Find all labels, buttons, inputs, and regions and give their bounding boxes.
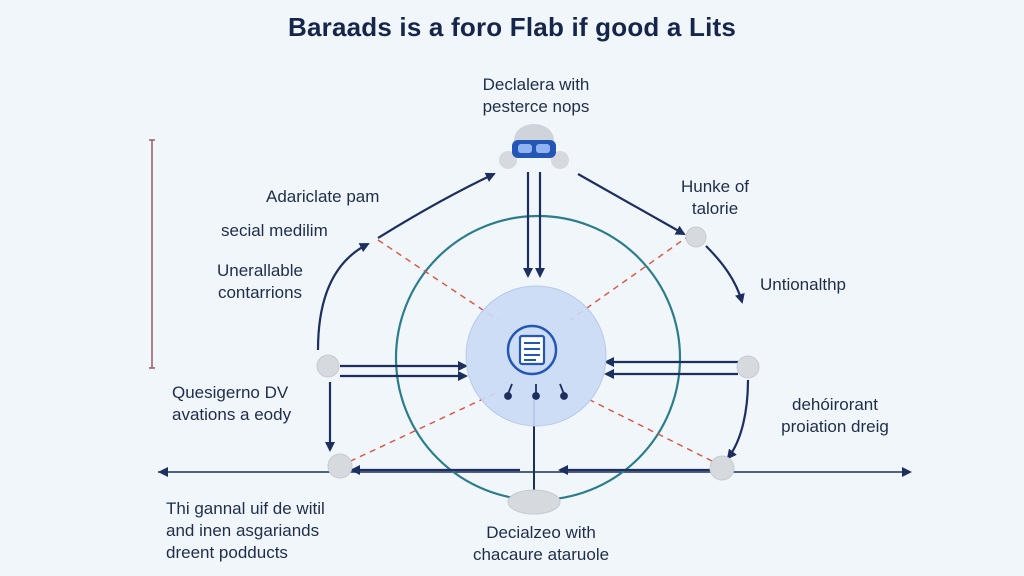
label-right-lower-line-1: dehóirorant <box>791 395 878 414</box>
label-left-lower-line-1: Unerallable <box>217 261 303 280</box>
label-bottom-left-line-3: dreent podducts <box>166 543 288 562</box>
label-bottom-line-2: chacaure ataruole <box>472 545 610 564</box>
label-left-mid: secial medilim <box>221 221 328 240</box>
dashed-connectors <box>339 234 723 467</box>
axis-arrow-left <box>158 467 168 477</box>
label-left-bottom-line-2: avations a eody <box>172 405 292 424</box>
label-left-bottom: Quesigerno DV avations a eody <box>172 382 291 426</box>
diagram-title: Baraads is a foro Flab if good a Lits <box>287 12 737 42</box>
label-bottom: Decialzeo with chacaure ataruole <box>456 522 626 566</box>
label-bottom-left-line-2: and inen asgariands <box>166 521 320 540</box>
label-left-upper: Adariclate pam <box>266 187 380 206</box>
vr-headset-icon <box>499 124 569 169</box>
label-right-lower-line-2: proiation dreig <box>781 417 889 436</box>
label-right-upper: Hunke of talorie <box>660 176 770 220</box>
label-right-lower: dehóirorant proiation dreig <box>760 394 910 438</box>
label-top: Declalera with pesterce nops <box>456 74 616 118</box>
label-top-line-2: pesterce nops <box>482 97 590 116</box>
label-bottom-line-1: Decialzeo with <box>486 523 596 542</box>
node-bottom-right <box>709 455 735 481</box>
left-bracket-line <box>149 139 155 369</box>
node-left <box>316 354 340 378</box>
label-top-line-1: Declalera with <box>482 75 590 94</box>
node-right <box>736 355 760 379</box>
document-icon <box>506 324 558 376</box>
flow-arrows <box>316 172 750 475</box>
nodes <box>316 226 760 515</box>
label-left-lower: Unerallable contarrions <box>200 260 320 304</box>
hub-pins-icon <box>504 383 568 400</box>
node-right-upper <box>685 226 707 248</box>
label-right-upper-line-1: Hunke of <box>680 177 750 196</box>
label-right-upper-line-2: talorie <box>691 199 739 218</box>
label-left-bottom-line-1: Quesigerno DV <box>172 383 289 402</box>
label-bottom-left: Thi gannal uif de witil and inen asgaria… <box>166 498 325 564</box>
axis-arrow-right <box>902 467 912 477</box>
label-bottom-left-line-1: Thi gannal uif de witil <box>166 499 325 518</box>
node-bottom-left <box>327 453 353 479</box>
label-right-mid: Untionalthp <box>760 275 847 294</box>
node-bottom <box>507 489 561 515</box>
label-left-lower-line-2: contarrions <box>217 283 303 302</box>
